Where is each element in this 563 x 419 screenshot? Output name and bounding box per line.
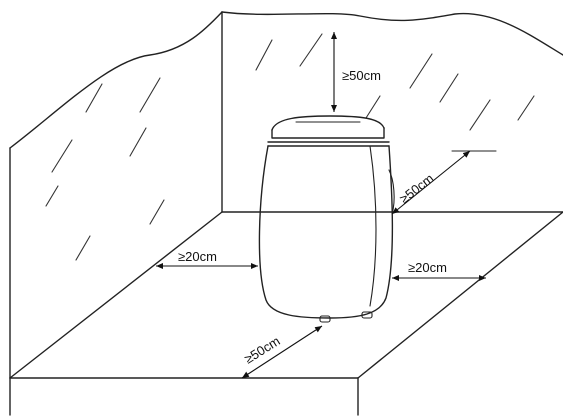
dehumidifier xyxy=(258,115,395,323)
left-clearance: ≥20cm xyxy=(156,249,258,269)
rear-clearance: ≥50cm xyxy=(391,150,497,215)
rear-clearance-label: ≥50cm xyxy=(397,171,437,207)
left-wall xyxy=(9,11,223,379)
front-clearance: ≥50cm xyxy=(242,325,323,379)
top-clearance-label: ≥50cm xyxy=(342,68,381,83)
top-clearance: ≥50cm xyxy=(331,32,381,112)
right-clearance: ≥20cm xyxy=(392,260,486,281)
front-clearance-label: ≥50cm xyxy=(242,333,283,366)
left-clearance-label: ≥20cm xyxy=(178,249,217,264)
right-clearance-label: ≥20cm xyxy=(408,260,447,275)
floor xyxy=(9,211,563,416)
wall-hatching xyxy=(45,33,535,261)
